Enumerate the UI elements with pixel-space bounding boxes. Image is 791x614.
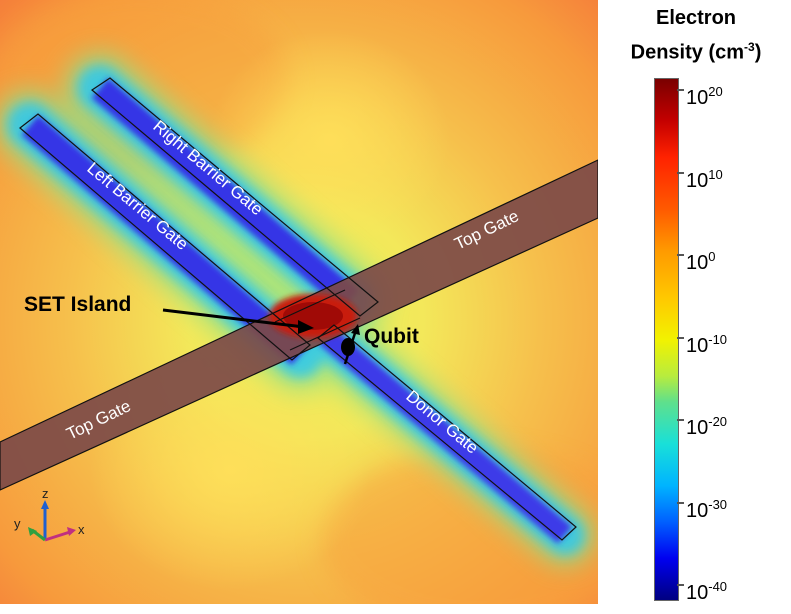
axis-triad: z x y <box>14 486 85 542</box>
colorbar-tick-label: 10-30 <box>686 496 728 522</box>
colorbar-tick <box>677 584 684 586</box>
colorbar-tick-label: 1020 <box>686 84 723 109</box>
axis-z-label: z <box>42 486 49 501</box>
simulation-plot: Right Barrier Gate Left Barrier Gate Top… <box>0 0 598 604</box>
colorbar-tick <box>677 501 684 504</box>
colorbar-tick-label: 10-40 <box>686 579 728 604</box>
colorbar-tick-label: 10-10 <box>686 331 728 357</box>
colorbar-tick-label: 1010 <box>686 166 723 192</box>
axis-y-label: y <box>14 516 21 531</box>
donor-gate-depletion <box>317 326 573 544</box>
colorbar-title: Electron Density (cm-3) <box>603 4 789 68</box>
colorbar-tick <box>677 336 684 339</box>
left-barrier-outline <box>19 113 311 361</box>
right-barrier-outline <box>91 77 379 317</box>
axis-x-label: x <box>78 522 85 537</box>
right-barrier-depletion <box>91 78 359 310</box>
colorbar-tick-label: 10-20 <box>686 414 728 439</box>
colorbar-tick <box>677 171 684 174</box>
colorbar-tick <box>677 254 684 256</box>
left-barrier-depletion <box>21 115 309 365</box>
colorbar <box>654 78 679 601</box>
colorbar-tick-label: 100 <box>686 249 716 274</box>
colorbar-title-line1: Electron <box>655 7 737 29</box>
set-island-label: SET Island <box>24 293 131 316</box>
colorbar-tick <box>677 419 684 421</box>
colorbar-tick <box>677 89 684 91</box>
qubit-spin-arrow <box>343 329 358 365</box>
qubit-label: Qubit <box>364 325 419 348</box>
colorbar-title-line2: Density (cm-3) <box>630 40 762 64</box>
set-island-arrow <box>162 308 305 329</box>
donor-gate-outline <box>317 324 577 541</box>
top-gate-outline <box>0 159 598 491</box>
